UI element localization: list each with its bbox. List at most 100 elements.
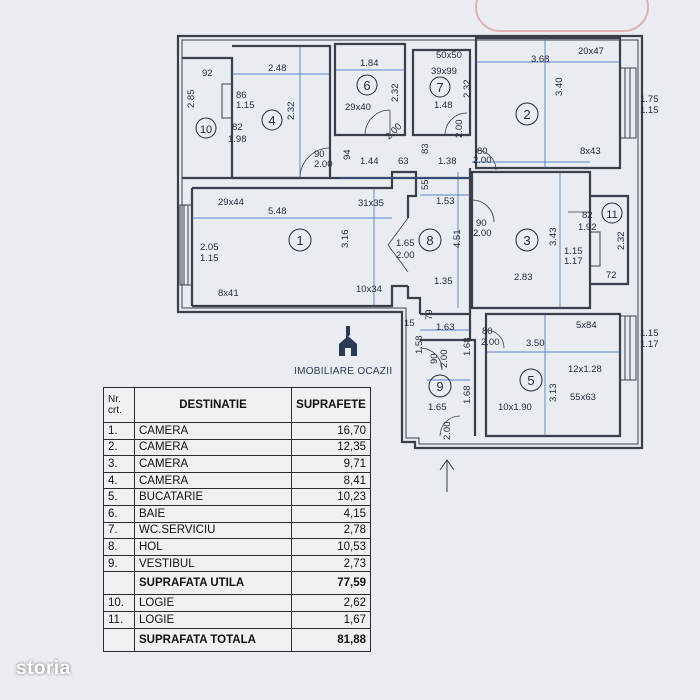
logo-text: IMOBILIARE OCAZII (294, 366, 393, 377)
dim: 5x84 (576, 320, 597, 331)
total-label: SUPRAFATA TOTALA (134, 627, 292, 652)
dim: 2.85 (186, 90, 197, 109)
dim: 92 (202, 68, 213, 79)
dim: 3.68 (531, 54, 550, 65)
dim: 10x34 (356, 284, 382, 295)
dim: 1.75 (640, 94, 659, 105)
dim: 1.98 (228, 134, 247, 145)
dim: 50x50 (436, 50, 462, 61)
dim: 1.65 (428, 402, 447, 413)
row-supr: 2,62 (291, 594, 371, 612)
dim: 2.00 (396, 250, 415, 261)
dim: 2.32 (462, 80, 473, 99)
dim: 2.83 (514, 272, 533, 283)
room-label-5: 5 (527, 373, 534, 388)
dim: 72 (606, 270, 617, 281)
dim: 1.92 (578, 222, 597, 233)
dim: 4.51 (452, 230, 463, 249)
row-nr: 9. (103, 554, 135, 573)
north-arrow-icon (439, 459, 455, 492)
dim: 1.35 (434, 276, 453, 287)
row-supr: 1,67 (291, 610, 371, 629)
row-supr: 10,23 (291, 488, 371, 506)
row-nr: 8. (103, 538, 135, 556)
dim: 2.32 (616, 232, 627, 251)
room-label-9: 9 (436, 379, 443, 394)
row-dest: VESTIBUL (134, 554, 292, 573)
dim: 3.13 (548, 384, 559, 403)
header-nr: Nr. crt. (103, 387, 135, 423)
dim: 8x41 (218, 288, 239, 299)
row-dest: LOGIE (134, 594, 292, 612)
dim: 2.00 (439, 350, 450, 369)
dim: 1.65 (396, 238, 415, 249)
dim: 29x44 (218, 197, 244, 208)
row-nr: 10. (103, 594, 135, 612)
row-nr: 5. (103, 488, 135, 506)
room-label-8: 8 (426, 233, 433, 248)
dim: 63 (398, 156, 409, 167)
dim: 15 (404, 318, 415, 329)
dim: 2.00 (473, 155, 492, 166)
dim: 1.15 (640, 105, 659, 116)
dim: 1.84 (360, 58, 379, 69)
doors (299, 109, 590, 437)
row-supr: 8,41 (291, 471, 371, 490)
util-value: 77,59 (291, 571, 371, 596)
row-nr (103, 571, 135, 596)
table-header: Nr. crt. DESTINATIE SUPRAFETE (103, 387, 371, 423)
house-logo-icon (339, 326, 357, 356)
dim: 2.00 (442, 422, 453, 441)
dim: 12x1.28 (568, 364, 602, 375)
dim: 1.58 (414, 336, 425, 355)
dim: 3.40 (554, 78, 565, 97)
dim: 2.32 (286, 102, 297, 121)
dim: 3.50 (526, 338, 545, 349)
room-label-6: 6 (363, 78, 370, 93)
dim: 2.32 (390, 84, 401, 103)
dim: 82 (232, 122, 243, 133)
row-dest: CAMERA (134, 455, 292, 473)
stamp (475, 0, 649, 32)
row-supr: 2,73 (291, 554, 371, 573)
dim: 1.48 (434, 100, 453, 111)
room-label-7: 7 (436, 80, 443, 95)
dim: 2.00 (383, 121, 404, 142)
dim: 2.05 (200, 242, 219, 253)
row-supr: 10,53 (291, 538, 371, 556)
dim: 20x47 (578, 46, 604, 57)
dim: 3.43 (548, 228, 559, 247)
row-dest: WC.SERVICIU (134, 521, 292, 540)
room-label-1: 1 (296, 233, 303, 248)
dim: 83 (420, 143, 431, 154)
row-nr: 4. (103, 471, 135, 490)
dim: 1.63 (436, 322, 455, 333)
row-nr (103, 627, 135, 652)
dim: 1.15 (236, 100, 255, 111)
row-dest: BAIE (134, 504, 292, 523)
dim: 1.15 (640, 328, 659, 339)
room-labels (195, 74, 623, 398)
row-nr: 1. (103, 422, 135, 440)
row-nr: 7. (103, 521, 135, 540)
dim: 79 (424, 309, 435, 320)
row-dest: CAMERA (134, 438, 292, 457)
storia-watermark: storia (16, 658, 71, 679)
dim: 82 (582, 210, 593, 221)
dim: 5.48 (268, 206, 287, 217)
row-nr: 3. (103, 455, 135, 473)
dim: 39x99 (431, 66, 457, 77)
dim: 80 (482, 326, 493, 337)
